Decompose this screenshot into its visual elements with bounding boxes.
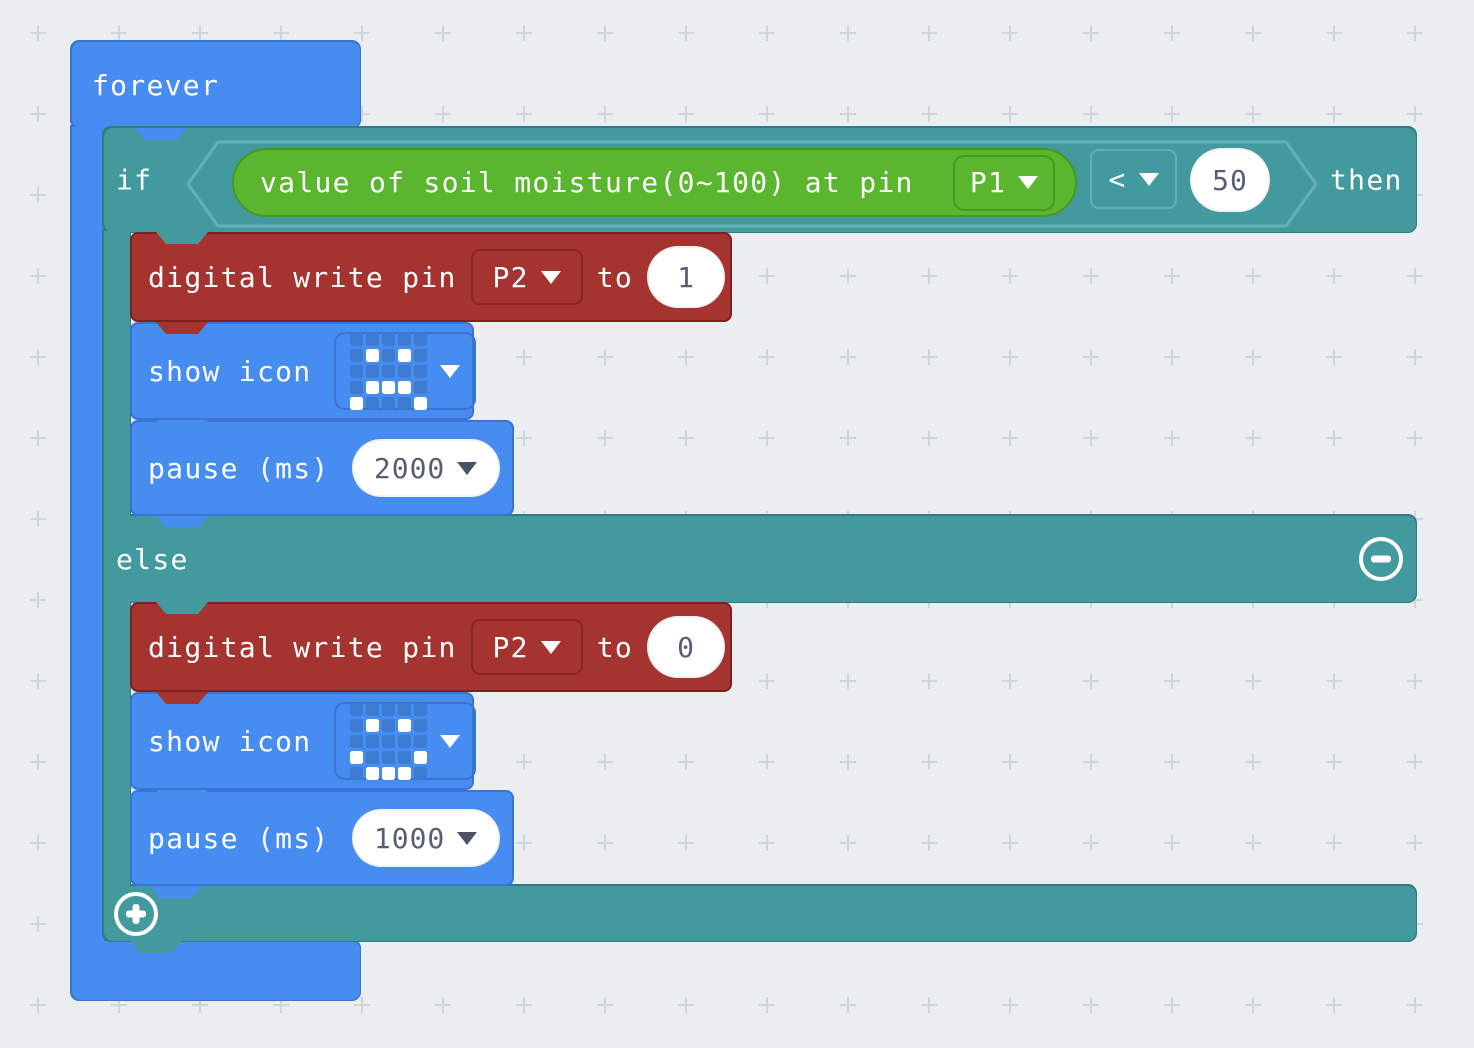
pause-block[interactable]: pause (ms) 1000 — [130, 790, 514, 886]
icon-dropdown[interactable] — [334, 332, 477, 410]
soil-moisture-reporter-block[interactable]: value of soil moisture(0~100) at pin P1 — [232, 148, 1077, 217]
forever-block-footer[interactable] — [72, 941, 360, 1000]
forever-block-spine[interactable] — [72, 127, 104, 942]
block-connector-tab — [150, 886, 202, 898]
if-block-bottom-bar[interactable] — [104, 886, 1416, 941]
digital-write-label: digital write pin — [148, 630, 457, 664]
pin-value: P2 — [492, 630, 529, 664]
show-icon-block[interactable]: show icon — [130, 322, 477, 420]
block-connector-tab — [156, 516, 208, 528]
show-icon-label: show icon — [148, 354, 312, 388]
soil-moisture-label: value of soil moisture(0~100) at pin — [260, 166, 914, 199]
duration-value: 2000 — [373, 451, 446, 485]
forever-block-header[interactable]: forever — [72, 42, 360, 128]
then-label: then — [1330, 163, 1403, 197]
comparison-operator-dropdown[interactable]: < — [1090, 149, 1177, 209]
pause-label: pause (ms) — [148, 451, 330, 485]
pin-value: P1 — [969, 166, 1007, 199]
else-label: else — [116, 542, 189, 576]
pin-dropdown[interactable]: P2 — [470, 249, 583, 305]
chevron-down-icon — [440, 734, 461, 748]
operator-value: < — [1108, 162, 1127, 196]
pin-value: P2 — [492, 260, 529, 294]
add-branch-button[interactable] — [114, 892, 158, 936]
else-block-header[interactable]: else — [104, 516, 1416, 602]
chevron-down-icon — [440, 364, 461, 378]
icon-dropdown[interactable] — [334, 702, 477, 780]
pause-block[interactable]: pause (ms) 2000 — [130, 420, 514, 516]
comparison-value: 50 — [1212, 163, 1248, 197]
digital-value: 0 — [677, 630, 695, 664]
digital-value-input[interactable]: 1 — [647, 246, 726, 308]
block-connector-tab — [156, 420, 208, 432]
chevron-down-icon — [540, 640, 561, 654]
digital-value: 1 — [677, 260, 695, 294]
digital-write-block[interactable]: digital write pin P2 to 0 — [130, 602, 732, 692]
if-block-header[interactable]: if < 50 then value of soil moisture(0~10… — [104, 128, 1416, 232]
duration-value: 1000 — [373, 821, 446, 855]
block-connector-tab — [156, 790, 208, 802]
digital-value-input[interactable]: 0 — [647, 616, 726, 678]
block-connector-tab — [130, 941, 182, 953]
minus-icon — [1371, 555, 1391, 563]
block-connector-tab — [156, 602, 208, 614]
duration-dropdown[interactable]: 2000 — [351, 439, 500, 497]
digital-write-label: digital write pin — [148, 260, 457, 294]
chevron-down-icon — [540, 270, 561, 284]
block-connector-tab — [135, 128, 187, 140]
pause-label: pause (ms) — [148, 821, 330, 855]
led-matrix-preview-sad-face — [350, 332, 428, 410]
pin-dropdown[interactable]: P2 — [470, 619, 583, 675]
plus-icon — [132, 904, 140, 924]
block-connector-tab — [156, 232, 208, 244]
chevron-down-icon — [457, 461, 478, 475]
chevron-down-icon — [1018, 176, 1039, 189]
to-label: to — [596, 260, 634, 294]
led-matrix-preview-happy-face — [350, 702, 428, 780]
to-label: to — [596, 630, 634, 664]
block-connector-tab — [156, 322, 208, 334]
comparison-value-input[interactable]: 50 — [1190, 148, 1270, 212]
show-icon-block[interactable]: show icon — [130, 692, 477, 790]
forever-label: forever — [92, 68, 220, 102]
show-icon-label: show icon — [148, 724, 312, 758]
pin-dropdown[interactable]: P1 — [953, 154, 1055, 211]
collapse-else-button[interactable] — [1359, 537, 1403, 581]
if-label: if — [116, 163, 153, 197]
chevron-down-icon — [1138, 172, 1159, 186]
chevron-down-icon — [457, 831, 478, 845]
duration-dropdown[interactable]: 1000 — [351, 809, 500, 867]
digital-write-block[interactable]: digital write pin P2 to 1 — [130, 232, 732, 322]
if-block-spine[interactable] — [104, 601, 130, 887]
block-connector-tab — [156, 692, 208, 704]
if-block-spine[interactable] — [104, 231, 130, 517]
